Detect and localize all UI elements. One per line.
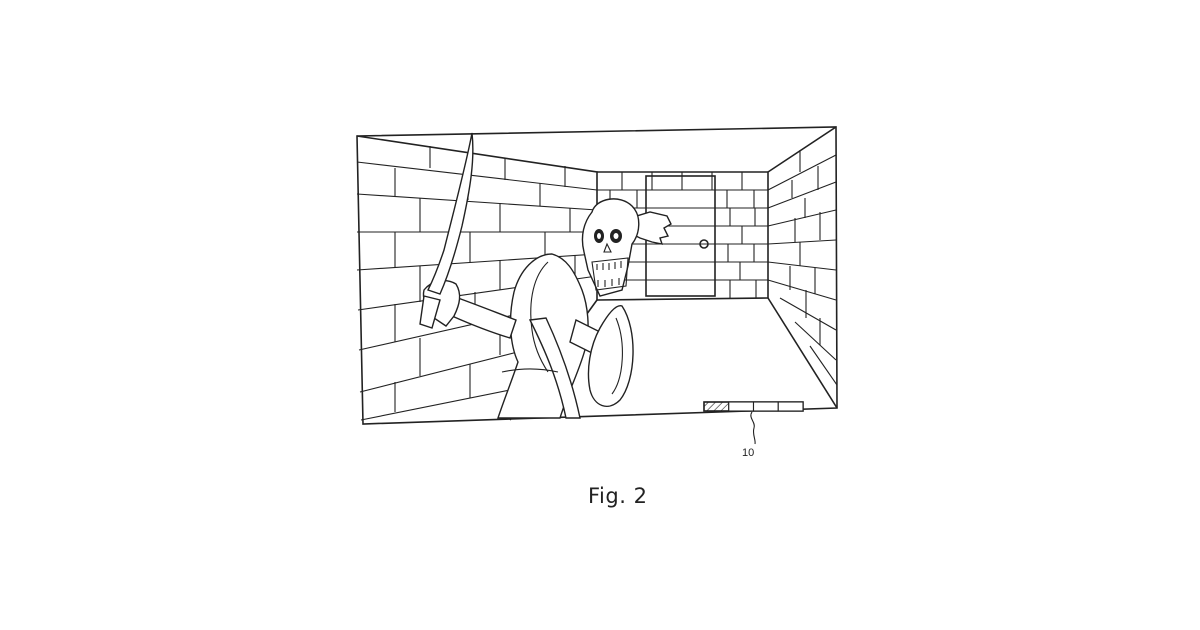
gauge-segments — [703, 401, 804, 412]
skull-jaw — [591, 257, 629, 291]
game-screen — [356, 126, 838, 445]
reference-numeral: 10 — [742, 447, 755, 459]
player-hair-inner — [530, 261, 549, 373]
player-arm-left — [451, 297, 517, 339]
gauge-segment-empty — [777, 401, 804, 412]
player-shoulder-strap — [528, 317, 581, 419]
door-knob — [699, 239, 709, 249]
sword-blade — [427, 132, 474, 295]
figure-caption: Fig. 2 — [588, 484, 648, 508]
reference-leader-line — [750, 411, 756, 445]
skull-nose — [603, 242, 612, 253]
player-belt — [501, 368, 559, 373]
right-wall-bricks — [767, 150, 838, 386]
gauge-segment-empty — [752, 401, 779, 412]
skull-teeth — [596, 261, 622, 287]
skeleton-enemy — [581, 198, 672, 297]
shield — [587, 305, 634, 408]
hud-gauge — [703, 401, 804, 412]
sword — [419, 132, 474, 329]
gauge-segment-empty — [728, 401, 755, 412]
sword-hilt — [419, 295, 441, 329]
skeleton-skull — [581, 198, 640, 297]
gauge-segment-filled — [703, 401, 730, 412]
